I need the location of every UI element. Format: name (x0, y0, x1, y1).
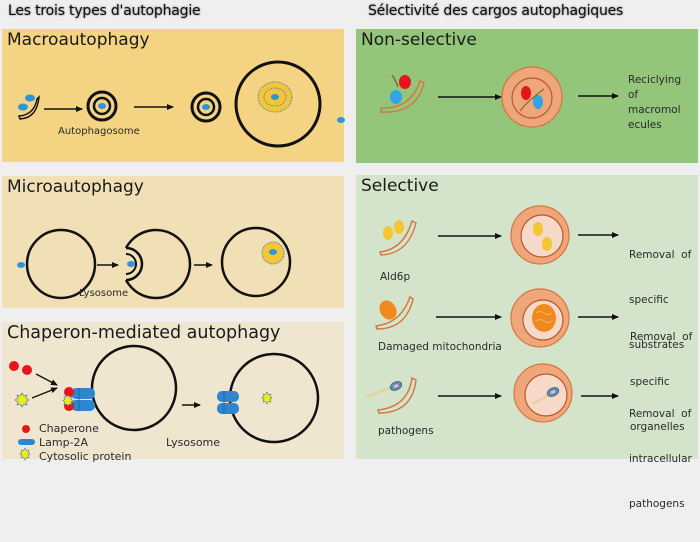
lysosome-icon (90, 344, 178, 432)
cargo-label: pathogens (378, 425, 434, 437)
result-line: specific (629, 294, 669, 306)
lysosome-label: Lysosome (79, 288, 129, 299)
selective-diagram (365, 205, 619, 423)
nonselective-panel: Non-selective Reciclying of macromol ecu… (356, 29, 698, 163)
cytosolic-protein-icon (19, 447, 31, 461)
result-line: ecules (628, 119, 662, 131)
chaperone-icon (22, 425, 30, 433)
result-line: Removal of (629, 408, 692, 420)
result-line: macromol (628, 104, 681, 116)
lamp2a-icon (18, 439, 35, 445)
macroautophagy-panel: Macroautophagy Autophagosome (2, 29, 345, 162)
right-section-header: Sélectivité des cargos autophagiques (368, 3, 624, 19)
lysosome-icon (25, 228, 97, 300)
autolysosome-icon (510, 288, 570, 348)
cytosolic-protein-icon (14, 392, 30, 408)
panel-title: Macroautophagy (7, 30, 150, 50)
lysosome-fusion-icon (190, 60, 322, 148)
result-line: substrates (629, 339, 685, 351)
cargo-label: Damaged mitochondria (378, 341, 502, 353)
result-line: pathogens (629, 498, 685, 510)
legend-lamp2a: Lamp-2A (39, 436, 89, 449)
lysosome-with-vesicle-icon (220, 226, 292, 298)
left-section-header: Les trois types d'autophagie (8, 3, 201, 19)
pathogen-phagophore-icon (365, 376, 417, 414)
macroautophagy-diagram (18, 60, 345, 148)
legend-cytosolic-protein: Cytosolic protein (39, 450, 132, 463)
panel-title: Microautophagy (7, 177, 144, 197)
autolysosome-icon (501, 66, 563, 128)
result-text: Removal of intracellular pathogens (629, 377, 692, 542)
ald6p-phagophore-icon (379, 219, 417, 256)
autophagosome-icon (86, 90, 118, 122)
legend-icons (18, 425, 35, 461)
panel-title: Selective (361, 176, 439, 196)
invaginating-lysosome-icon (124, 228, 192, 300)
lamp2a-channel-icon (71, 388, 95, 411)
lysosome-icon (217, 352, 320, 444)
lysosome-label: Lysosome (166, 436, 221, 449)
arrow (35, 373, 58, 386)
arrow (31, 387, 58, 399)
result-line: Removal of (629, 249, 692, 261)
selective-panel: Selective (356, 175, 698, 510)
cargo-label: Ald6p (380, 271, 411, 283)
cma-panel: Chaperon-mediated autophagy (2, 322, 344, 463)
mitochondria-phagophore-icon (375, 295, 414, 330)
result-line: organelles (630, 421, 685, 433)
cargo-icon (17, 262, 25, 268)
phagophore-with-cargo-icon (380, 74, 425, 113)
result-line: Removal of (630, 331, 693, 343)
result-text: Reciclying of macromol ecules (628, 73, 681, 133)
cma-diagram (9, 344, 320, 461)
autolysosome-icon (510, 205, 570, 265)
result-text: Removal of specific organelles (630, 300, 692, 465)
microautophagy-diagram (17, 226, 292, 300)
autolysosome-icon (513, 363, 573, 423)
legend-chaperone: Chaperone (39, 422, 99, 435)
cargo-icon (337, 117, 345, 123)
result-text: Removal of specific substrates (629, 218, 691, 383)
panel-title: Chaperon-mediated autophagy (7, 323, 281, 343)
nonselective-diagram (380, 66, 619, 128)
result-line: specific (630, 376, 670, 388)
panel-title: Non-selective (361, 30, 477, 50)
result-line: intracellular (629, 453, 692, 465)
result-line: of (628, 89, 639, 101)
result-line: Reciclying (628, 74, 682, 86)
autophagosome-label: Autophagosome (58, 126, 140, 137)
phagophore-icon (18, 94, 40, 120)
microautophagy-panel: Microautophagy Lysosome (2, 176, 344, 308)
